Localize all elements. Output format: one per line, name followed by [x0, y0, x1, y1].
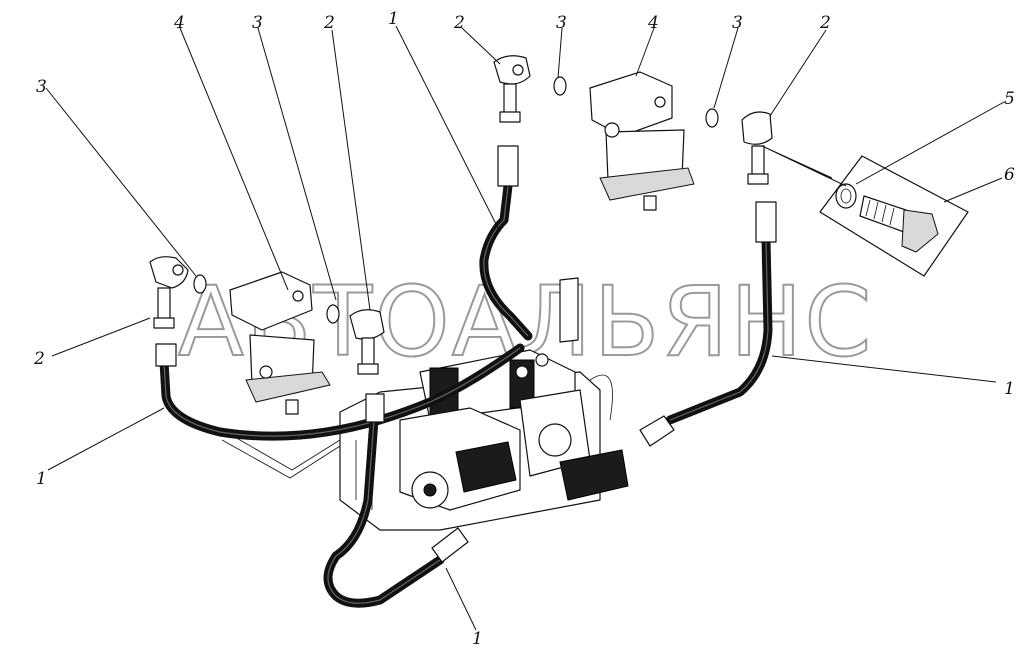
- callout-6: 6: [1004, 165, 1015, 185]
- hose-left: [155, 343, 525, 441]
- callout-4-top: 4: [647, 13, 659, 33]
- upper-pump: [589, 71, 695, 211]
- o-ring-top: [553, 76, 567, 96]
- callout-1-top: 1: [388, 9, 399, 29]
- callout-3-top: 3: [556, 13, 567, 33]
- left-pump: [229, 271, 331, 415]
- callout-2-left: 2: [33, 349, 45, 369]
- callout-3-right: 3: [732, 13, 743, 33]
- banjo-fitting-center: [349, 309, 385, 375]
- o-ring-left: [193, 274, 207, 294]
- callout-4-left: 4: [173, 13, 185, 33]
- banjo-fitting-left: [149, 256, 189, 329]
- callout-1-left: 1: [36, 469, 47, 489]
- o-ring-right: [705, 108, 719, 128]
- callout-5: 5: [1004, 89, 1015, 109]
- hose-bottom: [323, 393, 469, 608]
- callout-2-top: 2: [453, 13, 465, 33]
- callout-1-right: 1: [1004, 379, 1015, 399]
- callout-2-center: 2: [323, 13, 335, 33]
- hose-right: [639, 201, 777, 447]
- bolt-detail-inset: [819, 155, 969, 277]
- callout-2-right: 2: [819, 13, 831, 33]
- callout-1-bottom: 1: [472, 629, 483, 649]
- o-ring-center: [326, 304, 340, 324]
- callout-3-left: 3: [36, 77, 47, 97]
- rigid-pipe: [221, 431, 341, 479]
- banjo-fitting-top: [493, 55, 531, 123]
- callout-3-center: 3: [252, 13, 263, 33]
- leader-lines: [45, 25, 1005, 631]
- banjo-fitting-right: [741, 111, 773, 185]
